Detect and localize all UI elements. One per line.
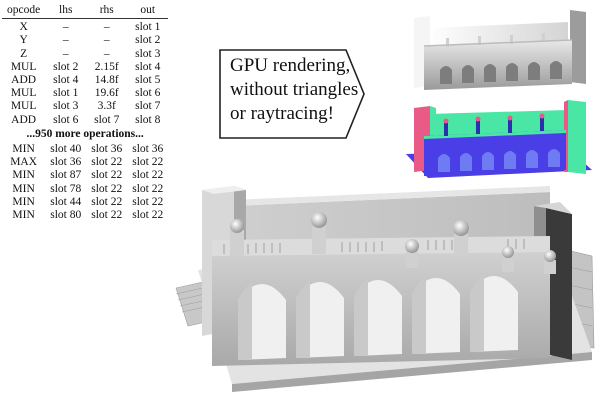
cell-lhs: slot 36	[50, 156, 82, 169]
cell-opcode: MIN	[12, 195, 35, 208]
table-row: ADD slot 4 14.8f slot 5	[2, 74, 168, 87]
cell-rhs: slot 22	[91, 209, 123, 222]
col-header-rhs: rhs	[86, 4, 128, 20]
more-operations-row: ...950 more operations...	[2, 127, 168, 143]
table-row: Y – – slot 2	[2, 34, 168, 47]
cell-out: slot 4	[135, 60, 161, 73]
cell-opcode: MAX	[10, 156, 38, 169]
cell-lhs: slot 40	[50, 143, 82, 156]
cell-opcode: MIN	[12, 143, 35, 156]
col-header-opcode: opcode	[2, 4, 46, 20]
table-row: MUL slot 2 2.15f slot 4	[2, 61, 168, 74]
cell-rhs: –	[103, 47, 110, 60]
cell-opcode: MIN	[12, 182, 35, 195]
table-row: MUL slot 1 19.6f slot 6	[2, 87, 168, 100]
table-row: Z – – slot 3	[2, 48, 168, 61]
table-row: MIN slot 40 slot 36 slot 36	[2, 143, 168, 156]
cell-rhs: slot 22	[91, 169, 123, 182]
cell-opcode: MUL	[10, 87, 37, 100]
table-row: ADD slot 6 slot 7 slot 8	[2, 114, 168, 127]
operations-table: opcode lhs rhs out X – – slot 1 Y – – sl…	[2, 4, 169, 222]
callout-box: GPU rendering, without triangles or rayt…	[218, 48, 368, 140]
table-row: MUL slot 3 3.3f slot 7	[2, 100, 168, 113]
cell-rhs: 2.15f	[94, 60, 119, 73]
cell-lhs: slot 80	[50, 209, 82, 222]
cell-opcode: MUL	[10, 60, 37, 73]
cell-out: slot 36	[132, 143, 164, 156]
table-header-row: opcode lhs rhs out	[2, 4, 169, 20]
cell-opcode: ADD	[11, 113, 37, 126]
cell-rhs: slot 36	[91, 143, 123, 156]
cell-lhs: –	[62, 34, 69, 47]
callout-text: GPU rendering, without triangles or rayt…	[230, 55, 359, 124]
callout-arrow-shape	[219, 49, 365, 139]
cell-lhs: slot 78	[50, 182, 82, 195]
cell-opcode: X	[19, 21, 28, 34]
table-row: MIN slot 80 slot 22 slot 22	[2, 209, 168, 222]
cell-rhs: slot 22	[91, 182, 123, 195]
cell-lhs: slot 87	[50, 169, 82, 182]
depth-map-image	[414, 10, 586, 90]
table-row: MIN slot 44 slot 22 slot 22	[2, 196, 168, 209]
cell-rhs: –	[103, 21, 110, 34]
cell-lhs: slot 6	[53, 113, 79, 126]
cell-out: slot 6	[135, 87, 161, 100]
table-row: MIN slot 87 slot 22 slot 22	[2, 169, 168, 182]
table-row: MIN slot 78 slot 22 slot 22	[2, 183, 168, 196]
cell-out: slot 8	[135, 113, 161, 126]
cell-opcode: MUL	[10, 100, 37, 113]
cell-opcode: Y	[19, 34, 28, 47]
cell-lhs: –	[62, 21, 69, 34]
cell-out: slot 5	[135, 74, 161, 87]
cell-out: slot 3	[135, 47, 161, 60]
normal-map-image	[406, 100, 592, 178]
table-row: X – – slot 1	[2, 19, 168, 35]
cell-opcode: ADD	[11, 74, 37, 87]
cell-lhs: slot 2	[53, 60, 79, 73]
table-row: MAX slot 36 slot 22 slot 22	[2, 156, 168, 169]
cell-opcode: MIN	[12, 169, 35, 182]
col-header-lhs: lhs	[45, 4, 87, 20]
cell-out: slot 22	[132, 209, 164, 222]
cell-out: slot 1	[135, 21, 161, 34]
cell-out: slot 2	[135, 34, 161, 47]
cell-lhs: slot 4	[53, 74, 79, 87]
cell-lhs: slot 1	[53, 87, 79, 100]
cell-rhs: 14.8f	[94, 74, 119, 87]
cell-rhs: slot 7	[94, 113, 120, 126]
cell-out: slot 22	[132, 182, 164, 195]
more-operations-label: ...950 more operations...	[26, 127, 144, 140]
cell-rhs: 3.3f	[97, 100, 116, 113]
cell-out: slot 22	[132, 169, 164, 182]
cell-rhs: 19.6f	[94, 87, 119, 100]
cell-out: slot 22	[132, 156, 164, 169]
cell-rhs: slot 22	[91, 156, 123, 169]
cell-lhs: slot 3	[53, 100, 79, 113]
shaded-render-image	[175, 186, 595, 392]
cell-out: slot 7	[135, 100, 161, 113]
cell-out: slot 22	[132, 195, 164, 208]
cell-rhs: –	[103, 34, 110, 47]
cell-opcode: Z	[20, 47, 28, 60]
cell-rhs: slot 22	[91, 195, 123, 208]
col-header-out: out	[127, 4, 169, 20]
cell-lhs: slot 44	[50, 195, 82, 208]
cell-lhs: –	[62, 47, 69, 60]
cell-opcode: MIN	[12, 209, 35, 222]
